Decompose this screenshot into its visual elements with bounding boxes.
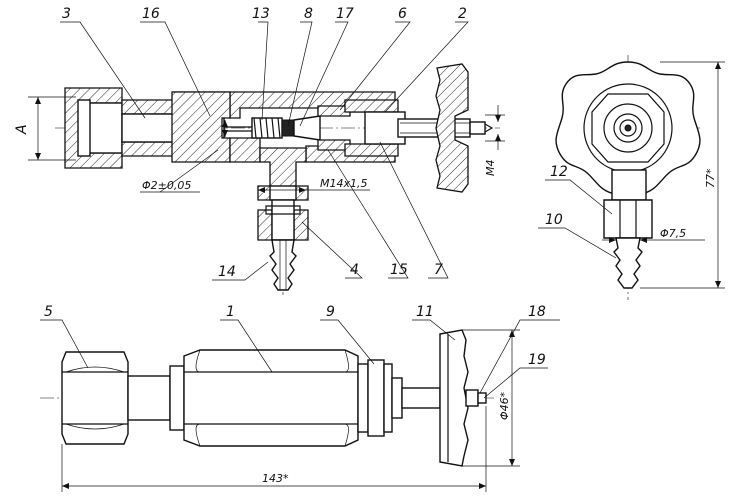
callout-17: 17 (336, 6, 354, 22)
dimension-handwheel: Φ46* (498, 391, 511, 420)
callout-2: 2 (458, 6, 467, 22)
outlet-fitting-part (257, 185, 309, 291)
callout-18: 18 (528, 304, 546, 320)
dimension-length: 143* (262, 472, 289, 485)
needle-part (293, 105, 351, 151)
callout-11: 11 (416, 304, 434, 320)
leader-lines (40, 21, 617, 399)
callout-5: 5 (44, 304, 53, 320)
callout-10: 10 (545, 212, 563, 228)
dimension-m4: M4 (484, 160, 497, 177)
callout-15: 15 (390, 262, 408, 278)
callout-labels: 3 16 13 8 17 6 2 14 4 15 7 12 10 5 1 9 1… (44, 6, 568, 368)
dimension-nipple: Φ7,5 (660, 227, 686, 240)
side-view (555, 55, 725, 300)
callout-16: 16 (142, 6, 160, 22)
callout-4: 4 (350, 262, 359, 278)
section-view (28, 63, 505, 295)
callout-7: 7 (434, 262, 443, 278)
callout-6: 6 (398, 6, 407, 22)
dimension-height: 77* (704, 168, 717, 188)
callout-12: 12 (550, 164, 568, 180)
union-nut-part (64, 87, 123, 169)
handwheel-section-part (435, 63, 469, 193)
callout-3: 3 (62, 6, 71, 22)
gland-nut-part (344, 99, 406, 157)
dimension-bore: Φ2±0,05 (142, 179, 191, 192)
dimension-a: A (14, 124, 30, 135)
callout-8: 8 (304, 6, 313, 22)
exterior-view (40, 329, 520, 492)
spring-part (251, 117, 295, 139)
callout-1: 1 (226, 304, 235, 320)
callout-19: 19 (528, 352, 546, 368)
callout-13: 13 (252, 6, 270, 22)
dimension-thread: M14x1,5 (320, 177, 368, 190)
dimension-labels: A Φ2±0,05 M14x1,5 M4 77* Φ7,5 Φ46* 143* (14, 124, 717, 485)
callout-14: 14 (218, 264, 236, 280)
callout-9: 9 (326, 304, 335, 320)
